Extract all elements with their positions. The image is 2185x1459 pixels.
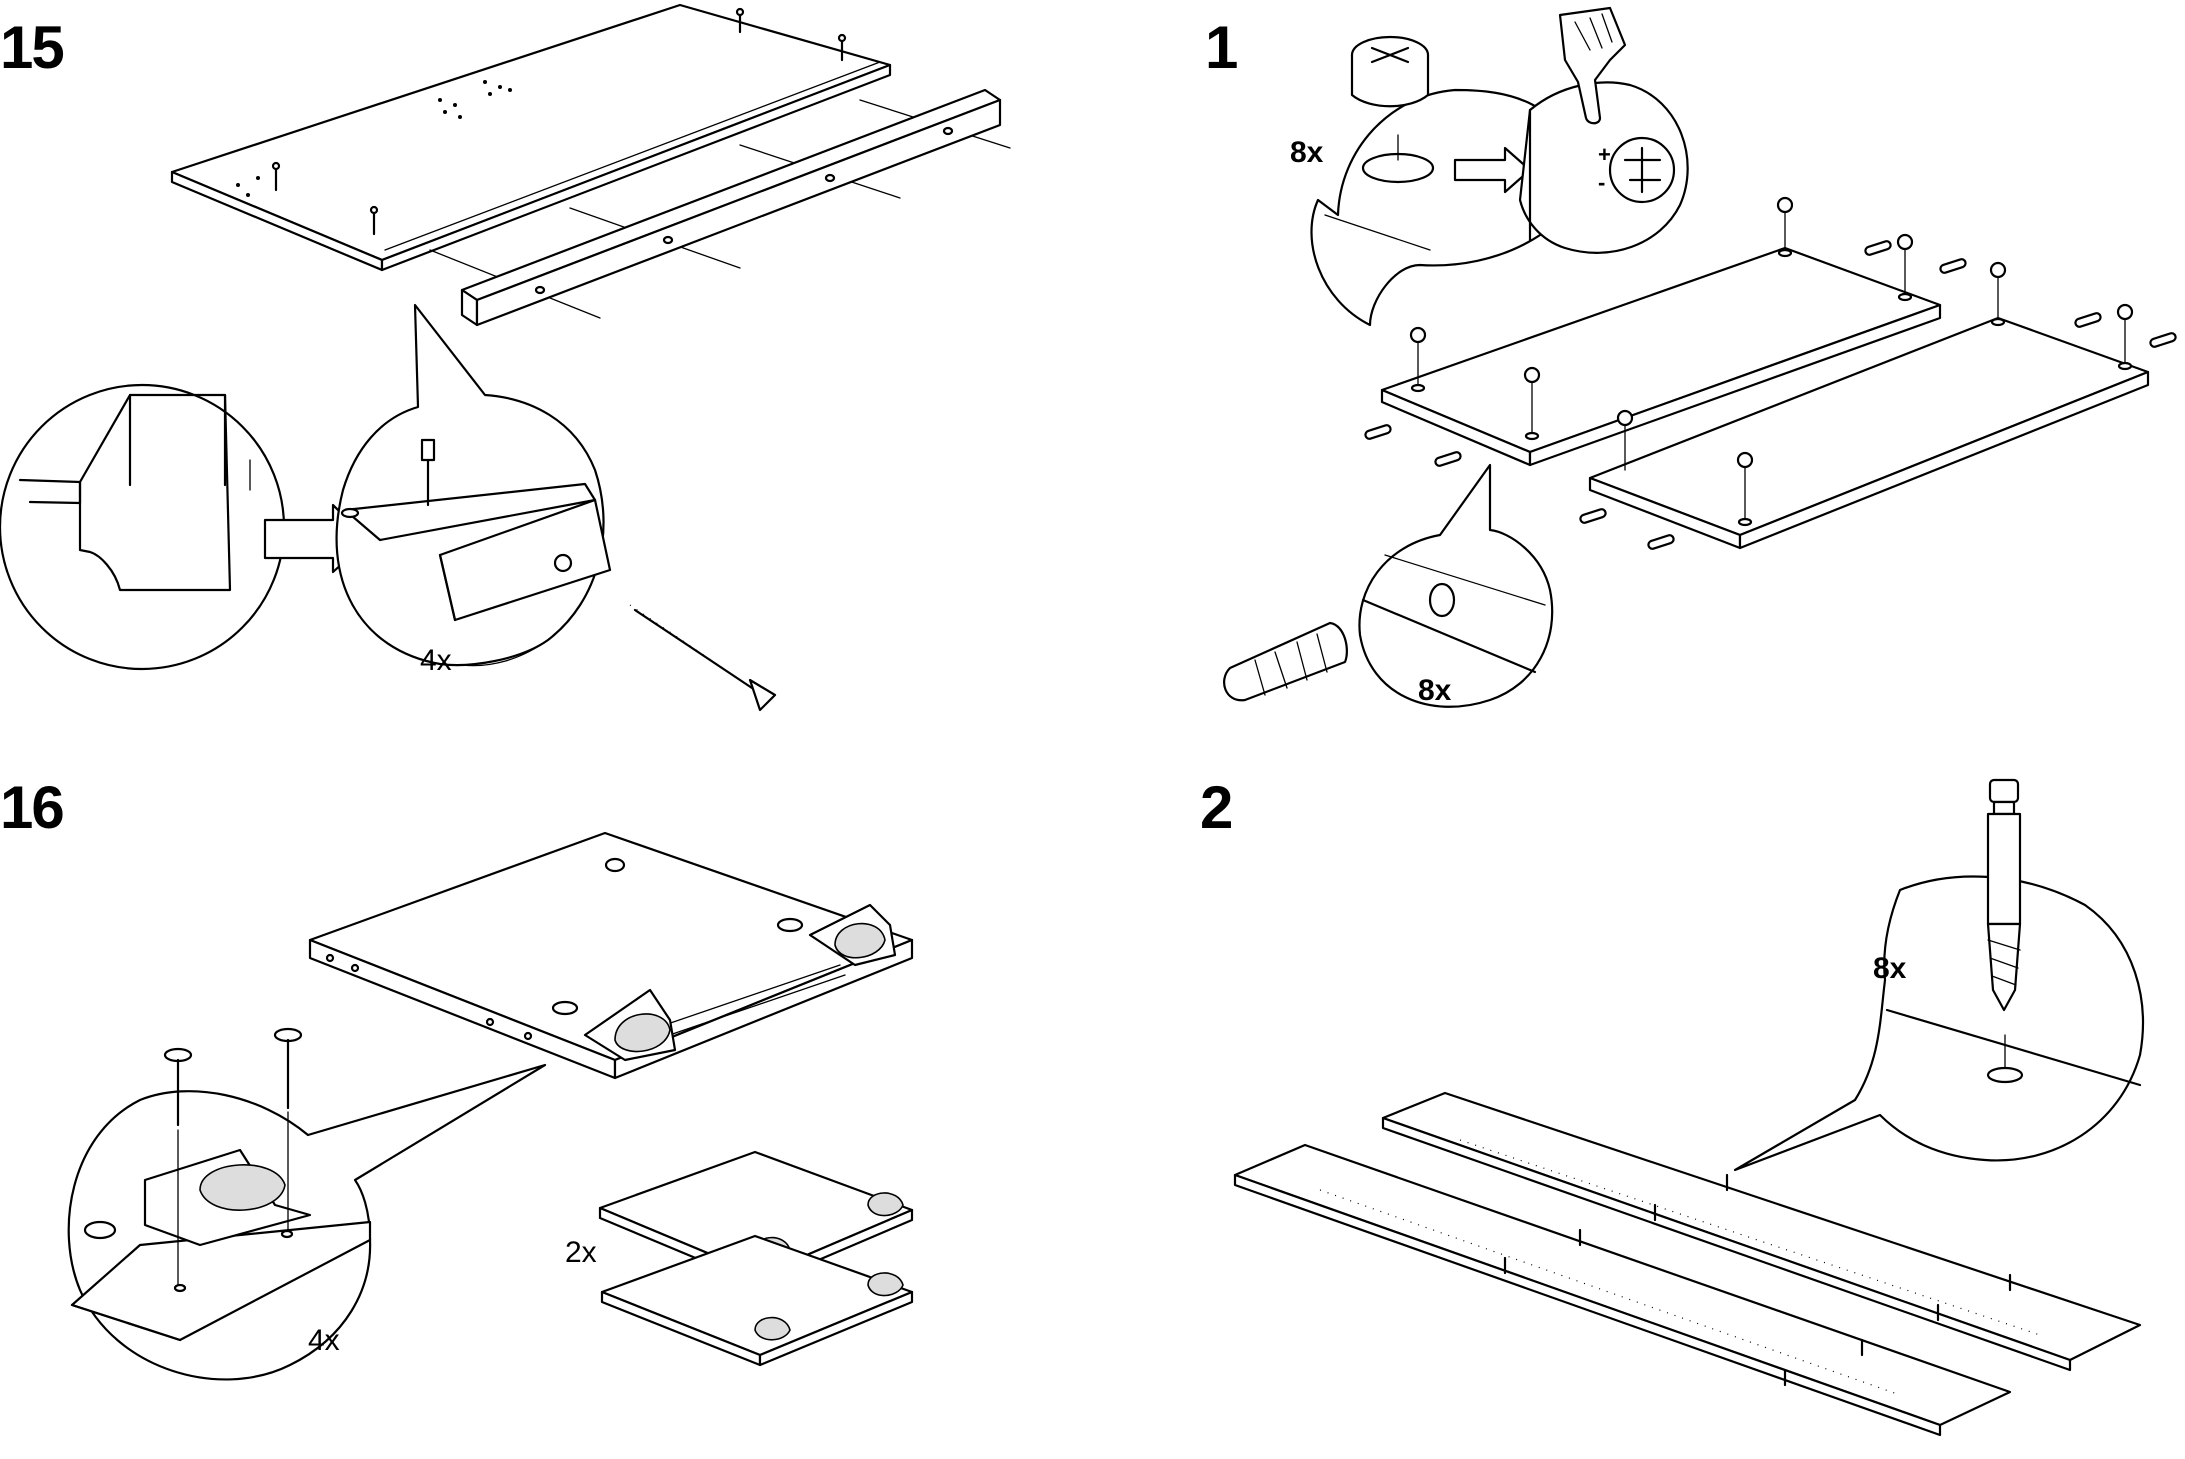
step-1-number: 1 [1205,14,1237,81]
step-1: 1 8x + - [1205,8,2177,707]
step-1-quantity-dowel: 8x [1418,674,1452,707]
plus-sign: + [1598,142,1611,167]
step-16-detail-circle [69,1029,545,1379]
step-1-quantity-cam: 8x [1290,136,1324,169]
caster-board-icon [600,1152,912,1365]
step-15-detail-circle-left [0,385,284,669]
step-15-quantity: 4x [420,644,452,677]
step-2-quantity: 8x [1873,952,1907,985]
step-15-detail-circle-right [337,305,610,665]
step-16-quantity-screws: 4x [308,1324,340,1357]
cam-lock-nut-icon [1352,37,1428,106]
step-16-number: 16 [0,774,63,841]
step-15-number: 15 [0,14,63,81]
step-2: 2 8x [1200,774,2143,1435]
step-1-detail-circle-bottom [1224,465,1552,707]
caster-board-icon [310,833,912,1078]
step-16-quantity-boards: 2x [565,1236,597,1269]
step-2-number: 2 [1200,774,1231,841]
wood-screw-icon [630,605,775,710]
step-2-detail-circle [1735,780,2143,1170]
wooden-dowel-icon [1224,623,1347,700]
minus-sign: - [1598,170,1605,195]
step-15: 15 [0,5,1010,710]
step-16: 16 [0,774,912,1379]
cam-bolt-icon [1988,780,2020,1010]
step-1-detail-circle-right: + - [1520,8,1688,253]
